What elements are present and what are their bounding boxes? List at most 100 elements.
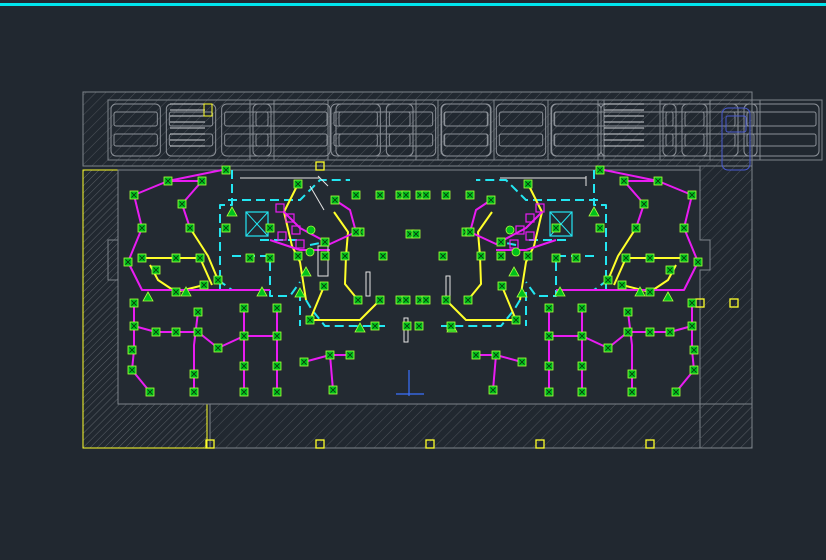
detector-cross [199, 178, 205, 184]
west-bump [107, 239, 118, 281]
call-point-icon [505, 225, 515, 235]
detector-cross [125, 259, 131, 265]
detector-cross [579, 363, 585, 369]
module-box [525, 213, 535, 223]
detector-cross [647, 255, 653, 261]
car-rear-window [224, 133, 269, 147]
car-rear-window [498, 133, 544, 147]
alarm-horn-icon [588, 206, 600, 217]
car-rear-window [665, 133, 736, 147]
detector-cross [274, 363, 280, 369]
alarm-horn-icon [180, 286, 192, 297]
power-wire [189, 227, 219, 281]
junction-box [203, 103, 213, 117]
detector-cross [546, 389, 552, 395]
alarm-horn-icon [294, 287, 306, 298]
junction-box [425, 439, 435, 449]
detector-cross [191, 371, 197, 377]
south-wall-hatch [209, 403, 753, 449]
detector-cross [573, 255, 579, 261]
detector-cross [553, 255, 559, 261]
detector-cross [342, 253, 348, 259]
bus-wire [441, 299, 521, 327]
junction-box [315, 161, 325, 171]
detector-cross [525, 181, 531, 187]
detector-cross [247, 255, 253, 261]
detector-cross [647, 329, 653, 335]
bus-wire [476, 179, 598, 201]
car-rear-window [388, 133, 434, 147]
alarm-horn-icon [634, 286, 646, 297]
car-rear-window [255, 133, 328, 147]
detector-cross [173, 329, 179, 335]
junction-box [729, 298, 739, 308]
detector-cross [403, 192, 409, 198]
detector-cross [372, 323, 378, 329]
detector-cross [467, 192, 473, 198]
elevator-cross-line [245, 211, 269, 237]
detector-cross [490, 387, 496, 393]
detector-cross [498, 239, 504, 245]
power-wire [519, 183, 543, 301]
parking-layer [107, 99, 823, 171]
detector-cross [197, 255, 203, 261]
detector-cross [546, 333, 552, 339]
detector-cross [498, 253, 504, 259]
detector-cross [655, 178, 661, 184]
detector-cross [332, 197, 338, 203]
detector-cross [274, 389, 280, 395]
car-windshield [224, 111, 269, 127]
detector-cross [579, 305, 585, 311]
detector-cross [691, 347, 697, 353]
alarm-horn-icon [508, 266, 520, 277]
power-wire [140, 257, 213, 286]
module-box [291, 225, 301, 235]
detector-cross [473, 352, 479, 358]
detector-cross [525, 253, 531, 259]
detector-cross [478, 253, 484, 259]
detector-cross [667, 329, 673, 335]
detector-cross [691, 367, 697, 373]
bus-wire [525, 262, 557, 297]
detector-cross [546, 305, 552, 311]
parking-car-icon [330, 103, 381, 157]
module-box [285, 213, 295, 223]
detector-cross [440, 253, 446, 259]
detector-cross [321, 283, 327, 289]
bus-wire [228, 179, 350, 201]
signal-wire [623, 180, 658, 229]
parking-car-icon [440, 103, 491, 157]
detector-cross [443, 192, 449, 198]
alarm-horn-icon [554, 286, 566, 297]
detector-cross [499, 283, 505, 289]
module-box [277, 231, 287, 241]
detector-cross [689, 192, 695, 198]
signal-wire [283, 199, 357, 245]
detector-cross [241, 363, 247, 369]
detector-cross [179, 201, 185, 207]
parking-bay [107, 99, 275, 161]
detector-cross [215, 277, 221, 283]
parking-bay [437, 99, 605, 161]
alarm-horn-icon [256, 286, 268, 297]
detector-cross [579, 333, 585, 339]
detector-cross [377, 297, 383, 303]
detector-cross [353, 229, 359, 235]
detector-cross [187, 225, 193, 231]
detector-cross [513, 317, 519, 323]
detector-cross [173, 255, 179, 261]
bus-wire [269, 262, 301, 297]
detector-cross [267, 255, 273, 261]
power-wire [309, 283, 381, 321]
car-windshield [388, 111, 434, 127]
detector-cross [327, 352, 333, 358]
detector-cross [416, 323, 422, 329]
detector-cross [322, 239, 328, 245]
car-windshield [168, 111, 214, 127]
module-box [275, 203, 285, 213]
detector-cross [223, 225, 229, 231]
module-box [509, 239, 519, 249]
call-point-icon [511, 247, 521, 257]
